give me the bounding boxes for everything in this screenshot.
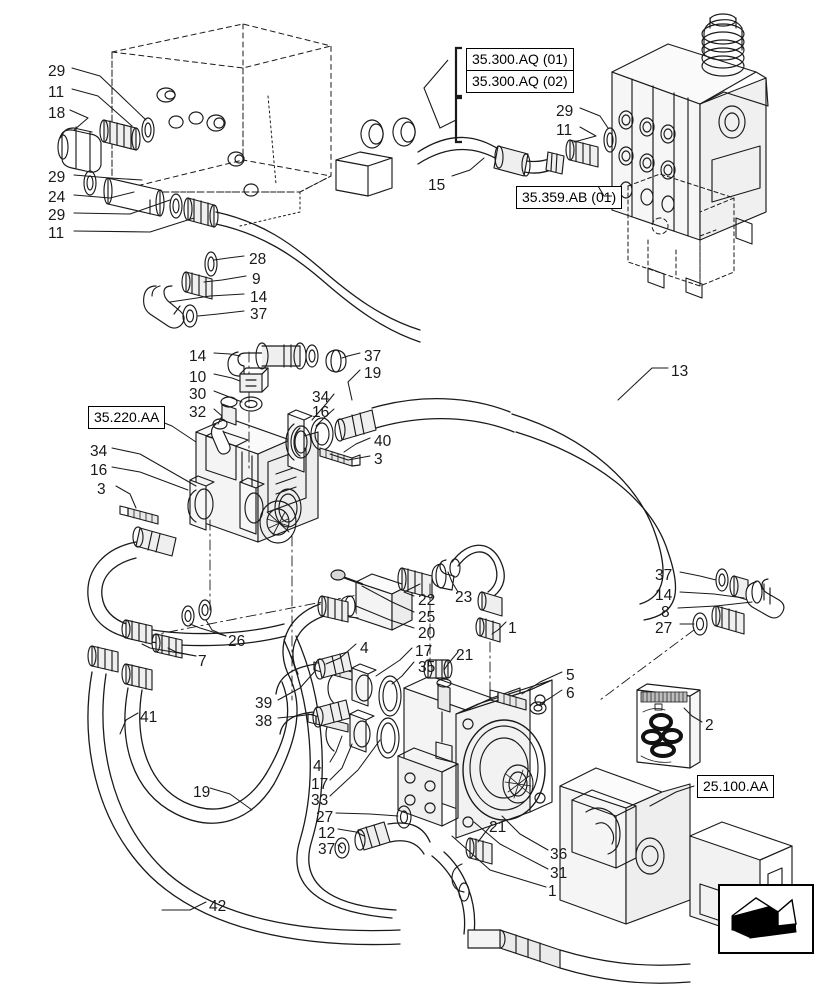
callout-number: 40 — [374, 433, 392, 450]
callout-number: 11 — [48, 84, 65, 101]
reference-label: 35.359.AB (01) — [522, 189, 617, 205]
callout-number: 37 — [364, 348, 382, 365]
callout-number: 20 — [418, 625, 436, 642]
callout-number: 31 — [550, 865, 568, 882]
callout-number: 27 — [655, 620, 673, 637]
callout-number: 18 — [48, 105, 66, 122]
callout-number: 29 — [48, 63, 66, 80]
callout-number: 15 — [428, 177, 446, 194]
callout-number: 21 — [456, 647, 474, 664]
reference-box-35-300-aq[interactable]: 35.300.AQ (01) 35.300.AQ (02) — [466, 48, 574, 93]
callout-number: 32 — [189, 404, 207, 421]
callout-number: 8 — [661, 604, 670, 621]
callout-number: 19 — [193, 784, 211, 801]
callout-number: 13 — [671, 363, 689, 380]
callout-number: 25 — [418, 609, 436, 626]
callout-number: 1 — [508, 620, 517, 637]
reference-label: 25.100.AA — [703, 778, 769, 794]
callout-number: 11 — [48, 225, 65, 242]
callout-number: 36 — [550, 846, 568, 863]
callout-number: 17 — [415, 643, 433, 660]
callout-number: 12 — [318, 825, 336, 842]
callout-number: 17 — [311, 776, 329, 793]
reference-box-35-359-ab[interactable]: 35.359.AB (01) — [516, 186, 623, 209]
callout-number: 14 — [655, 587, 673, 604]
callout-number: 41 — [140, 709, 158, 726]
callout-number: 4 — [360, 640, 369, 657]
callout-number: 7 — [198, 653, 207, 670]
callout-number: 14 — [189, 348, 207, 365]
callout-number: 22 — [418, 592, 436, 609]
callout-number: 38 — [255, 713, 273, 730]
callout-number: 23 — [455, 589, 473, 606]
callout-number: 11 — [556, 122, 573, 139]
callout-number: 24 — [48, 189, 66, 206]
callout-number: 5 — [566, 667, 575, 684]
callout-number: 30 — [189, 386, 207, 403]
callout-number: 2 — [705, 717, 714, 734]
callout-number: 27 — [316, 809, 334, 826]
callout-number: 26 — [228, 633, 246, 650]
callout-number: 37 — [250, 306, 268, 323]
callout-number: 14 — [250, 289, 268, 306]
reference-box-25-100-aa[interactable]: 25.100.AA — [697, 775, 775, 798]
callout-number: 21 — [489, 819, 507, 836]
callout-number: 34 — [312, 389, 330, 406]
reference-label: 35.300.AQ (02) — [472, 73, 568, 89]
callout-number: 29 — [48, 169, 66, 186]
orientation-arrow-icon — [718, 884, 814, 954]
callout-number: 3 — [97, 481, 106, 498]
callout-number: 33 — [311, 792, 329, 809]
callout-number: 10 — [189, 369, 207, 386]
callout-number: 16 — [312, 404, 330, 421]
callout-number: 9 — [252, 271, 261, 288]
callout-number: 16 — [90, 462, 108, 479]
callout-number: 29 — [556, 103, 574, 120]
callout-number: 42 — [209, 898, 227, 915]
callout-number: 35 — [418, 659, 436, 676]
reference-label: 35.220.AA — [94, 409, 160, 425]
callout-number: 4 — [313, 758, 322, 775]
callout-number: 28 — [249, 251, 267, 268]
callout-number: 39 — [255, 695, 273, 712]
callout-number: 6 — [566, 685, 575, 702]
callout-number: 19 — [364, 365, 382, 382]
callout-number: 37 — [318, 841, 336, 858]
callout-number: 37 — [655, 567, 673, 584]
reference-box-35-220-aa[interactable]: 35.220.AA — [88, 406, 166, 429]
callout-number: 1 — [548, 883, 557, 900]
callout-number: 29 — [48, 207, 66, 224]
callout-number: 3 — [374, 451, 383, 468]
callout-number: 34 — [90, 443, 108, 460]
reference-label: 35.300.AQ (01) — [467, 49, 573, 71]
